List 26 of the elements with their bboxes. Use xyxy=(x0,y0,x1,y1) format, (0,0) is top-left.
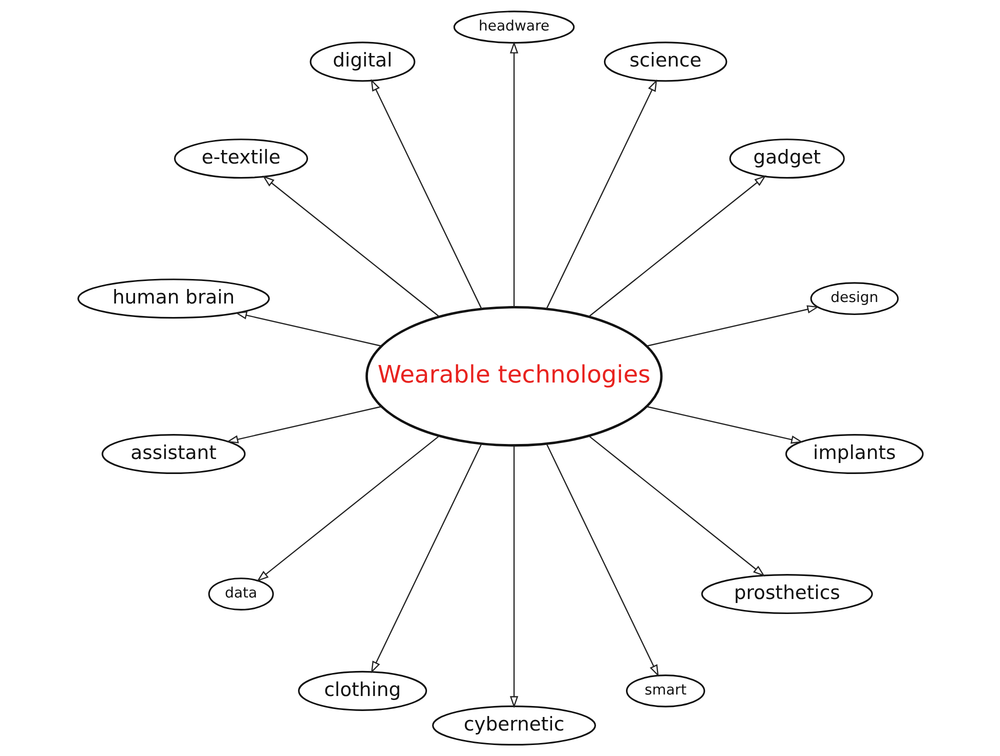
node-ellipse: headware xyxy=(452,10,574,44)
node-ellipse: design xyxy=(810,282,898,316)
arrow xyxy=(546,444,658,677)
node-ellipse: clothing xyxy=(298,670,427,711)
arrow xyxy=(226,406,381,444)
arrow xyxy=(370,79,482,310)
arrow xyxy=(646,305,819,347)
arrow xyxy=(646,406,803,444)
arrow xyxy=(234,311,381,347)
arrow xyxy=(546,79,657,310)
node-ellipse: data xyxy=(208,578,274,610)
node-ellipse: science xyxy=(603,42,727,82)
node-ellipse: gadget xyxy=(728,138,844,179)
node-ellipse: smart xyxy=(625,674,705,708)
node-ellipse: prosthetics xyxy=(700,574,872,614)
arrow xyxy=(262,176,439,317)
arrow xyxy=(256,436,439,582)
arrow xyxy=(370,444,482,674)
arrow xyxy=(509,446,518,708)
node-ellipse: e-textile xyxy=(174,138,308,179)
arrow xyxy=(588,175,766,317)
arrow xyxy=(588,436,765,576)
arrow xyxy=(509,41,518,308)
node-ellipse: Wearable technologies xyxy=(365,306,662,447)
node-ellipse: cybernetic xyxy=(432,705,596,746)
node-ellipse: digital xyxy=(309,42,415,82)
